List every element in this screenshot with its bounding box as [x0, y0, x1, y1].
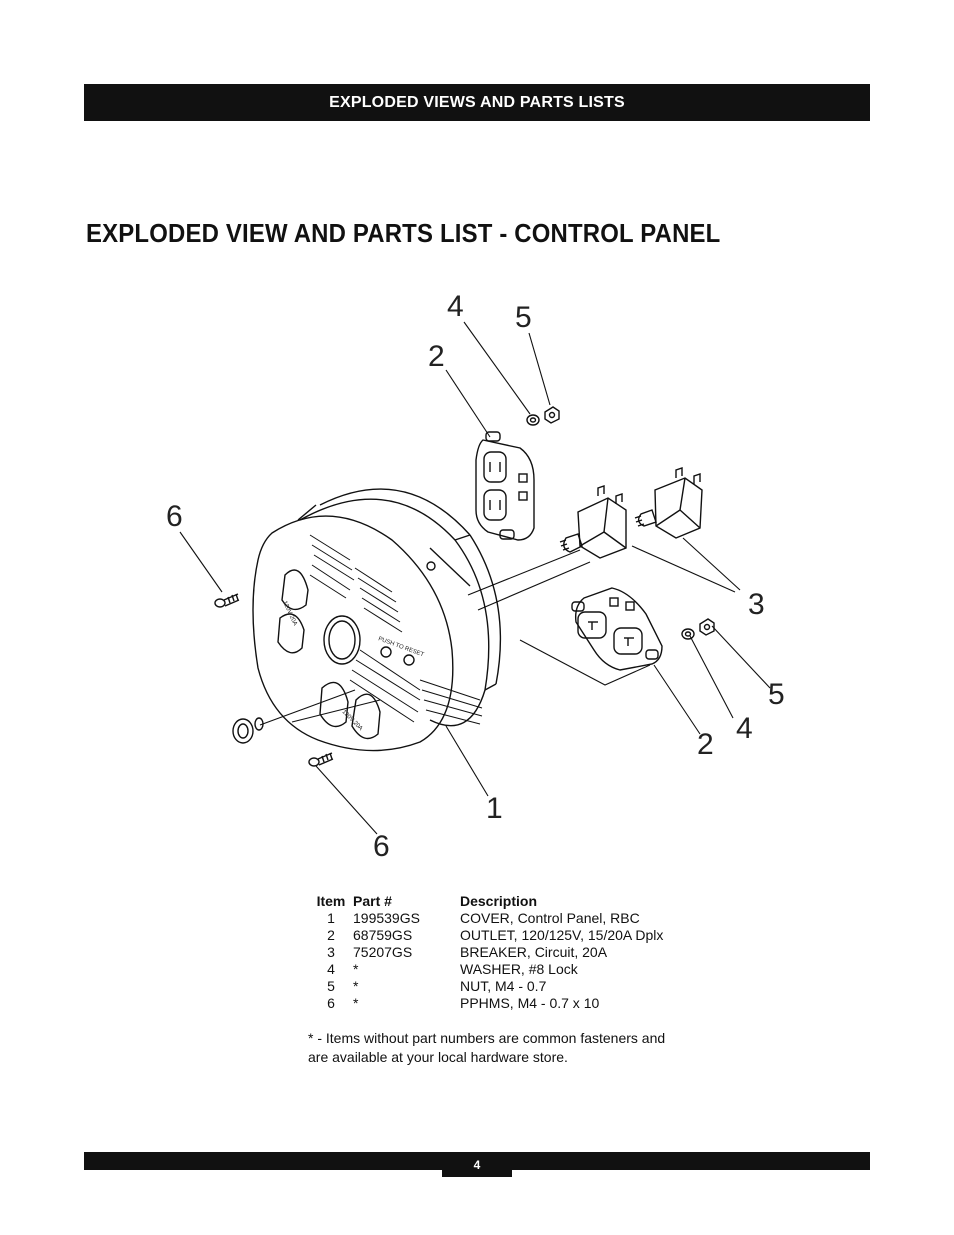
exploded-view-diagram: 4 5 2 6 3 5 4 2 1 6: [166, 290, 785, 863]
row-description: BREAKER, Circuit, 20A: [460, 944, 608, 960]
circuit-breaker-right: [634, 467, 703, 539]
parts-list-row: 6 * PPHMS, M4 - 0.7 x 10: [313, 995, 733, 1012]
row-description: NUT, M4 - 0.7: [460, 978, 547, 994]
parts-list-row: 4 * WASHER, #8 Lock: [313, 961, 733, 978]
duplex-outlet-top: [475, 431, 535, 541]
washer-right: [681, 628, 695, 640]
row-part-number: *: [353, 961, 359, 977]
parts-list-row: 2 68759GS OUTLET, 120/125V, 15/20A Dplx: [313, 927, 733, 944]
row-part-number: *: [353, 995, 359, 1011]
row-item: 1: [327, 910, 335, 926]
callout-6-bottom: 6: [373, 830, 390, 863]
section-header-bar: EXPLODED VIEWS AND PARTS LISTS: [84, 84, 870, 121]
header-part-number: Part #: [353, 893, 392, 909]
row-item: 6: [327, 995, 335, 1011]
row-description: OUTLET, 120/125V, 15/20A Dplx: [460, 927, 664, 943]
parts-list-row: 3 75207GS BREAKER, Circuit, 20A: [313, 944, 733, 961]
row-description: PPHMS, M4 - 0.7 x 10: [460, 995, 600, 1011]
row-item: 3: [327, 944, 335, 960]
callout-2-right: 2: [697, 728, 714, 761]
page-title: EXPLODED VIEW AND PARTS LIST - CONTROL P…: [86, 218, 721, 248]
row-description: COVER, Control Panel, RBC: [460, 910, 640, 926]
row-part-number: 199539GS: [353, 910, 420, 926]
section-header-title: EXPLODED VIEWS AND PARTS LISTS: [329, 93, 625, 111]
parts-list-header: Item Part # Description: [313, 893, 733, 910]
fastener-footnote: * - Items without part numbers are commo…: [308, 1029, 708, 1067]
breaker-mounting-ring: [232, 717, 264, 744]
nut-top: [544, 406, 560, 424]
callout-5-top: 5: [515, 301, 532, 334]
row-part-number: 68759GS: [353, 927, 413, 943]
parts-list-row: 1 199539GS COVER, Control Panel, RBC: [313, 910, 733, 927]
callout-3: 3: [748, 588, 765, 621]
circuit-breaker-left: [559, 485, 627, 559]
callout-6-left: 6: [166, 500, 183, 533]
row-item: 5: [327, 978, 335, 994]
row-description: WASHER, #8 Lock: [460, 961, 578, 977]
washer-top: [526, 414, 540, 426]
row-item: 4: [327, 961, 335, 977]
nut-right: [699, 618, 715, 636]
callout-5-right: 5: [768, 678, 785, 711]
footnote-line-1: * - Items without part numbers are commo…: [308, 1030, 666, 1046]
outlet-rating-label-top: 120V 20A: [281, 600, 298, 626]
control-panel-cover: 120V 20A PUSH TO RESET 120V 20A: [252, 488, 502, 752]
callout-4-top: 4: [447, 290, 464, 323]
parts-list-table: Item Part # Description 1 199539GS COVER…: [313, 893, 733, 1012]
row-part-number: *: [353, 978, 359, 994]
row-part-number: 75207GS: [353, 944, 413, 960]
screw-bottom-left: [308, 752, 334, 767]
screw-top-left: [214, 593, 240, 608]
header-item: Item: [316, 893, 346, 909]
outlet-rating-label-bottom: 120V 20A: [341, 709, 364, 732]
footnote-line-2: are available at your local hardware sto…: [308, 1049, 568, 1065]
parts-list-row: 5 * NUT, M4 - 0.7: [313, 978, 733, 995]
callout-1: 1: [486, 792, 503, 825]
page-number: 4: [442, 1152, 512, 1177]
callout-2-top: 2: [428, 340, 445, 373]
row-item: 2: [327, 927, 335, 943]
header-description: Description: [460, 893, 538, 909]
callout-4-right: 4: [736, 712, 753, 745]
duplex-outlet-right: [571, 587, 663, 671]
